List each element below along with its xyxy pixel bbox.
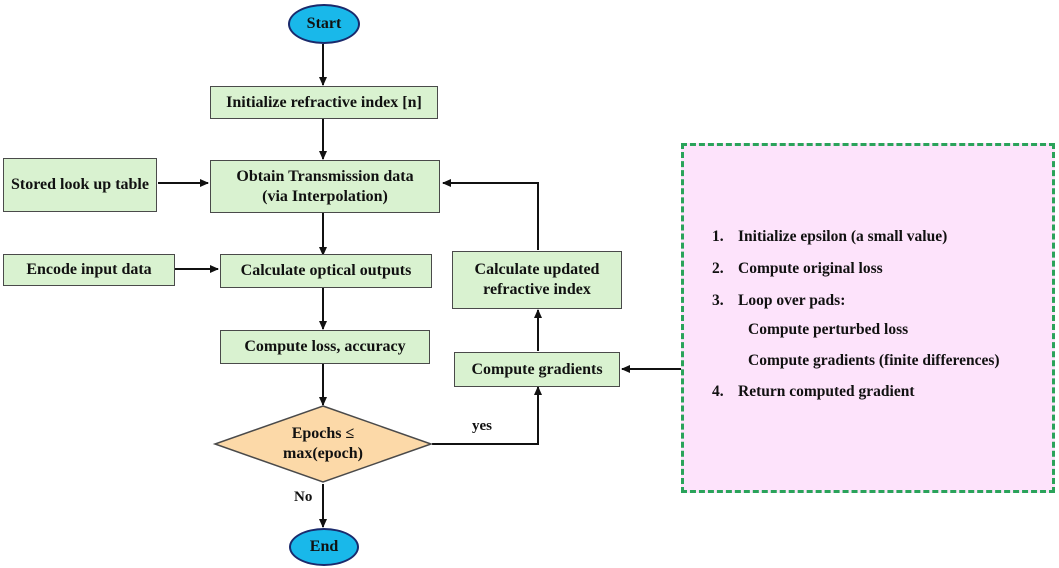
init-refractive-index-label: Initialize refractive index [n]: [226, 93, 422, 111]
panel-step-1-text: Initialize epsilon (a small value): [738, 228, 948, 245]
panel-step-2-number: 2.: [712, 260, 724, 277]
panel-step-1-number: 1.: [712, 228, 724, 245]
panel-substep-gradients: Compute gradients (finite differences): [748, 352, 1000, 370]
start-label: Start: [306, 15, 342, 32]
panel-step-3-number: 3.: [712, 292, 724, 309]
encode-input-label: Encode input data: [26, 261, 152, 278]
calc-optical-label: Calculate optical outputs: [240, 262, 412, 279]
obtain-transmission-box: Obtain Transmission data (via Interpolat…: [210, 160, 440, 213]
calc-optical-box: Calculate optical outputs: [220, 254, 432, 288]
update-refractive-index-label-line1: Calculate updated: [474, 261, 600, 278]
update-refractive-index-label-line2: refractive index: [483, 281, 591, 298]
arrow-decision-to-grad: [432, 386, 542, 445]
panel-substep-perturbed-loss: Compute perturbed loss: [748, 321, 908, 339]
panel-step-4: 4. Return computed gradient: [712, 383, 915, 401]
compute-loss-box: Compute loss, accuracy: [220, 330, 430, 364]
panel-substep-gradients-text: Compute gradients (finite differences): [748, 352, 1000, 369]
end-terminal: End: [289, 528, 359, 566]
no-edge-label: No: [294, 489, 313, 505]
panel-step-1: 1. Initialize epsilon (a small value): [712, 228, 947, 246]
compute-gradients-box: Compute gradients: [454, 352, 620, 387]
decision-label-line1: Epochs ≤: [291, 425, 355, 442]
panel-step-2-text: Compute original loss: [738, 260, 883, 277]
yes-edge-label: yes: [472, 418, 492, 434]
panel-step-4-text: Return computed gradient: [738, 383, 915, 400]
lookup-table-box: Stored look up table: [3, 158, 157, 212]
update-refractive-index-box: Calculate updated refractive index: [452, 251, 622, 309]
init-refractive-index-box: Initialize refractive index [n]: [210, 86, 438, 119]
obtain-transmission-label-line1: Obtain Transmission data: [236, 167, 414, 185]
panel-step-2: 2. Compute original loss: [712, 260, 883, 278]
decision-diamond: [212, 405, 434, 483]
panel-step-4-number: 4.: [712, 383, 724, 400]
encode-input-box: Encode input data: [3, 254, 175, 286]
gradient-algorithm-panel: 1. Initialize epsilon (a small value) 2. C…: [681, 143, 1055, 493]
compute-loss-label: Compute loss, accuracy: [244, 338, 406, 355]
lookup-table-label: Stored look up table: [11, 176, 149, 193]
end-label: End: [309, 538, 339, 555]
arrow-update-to-obtain: [442, 179, 539, 250]
panel-step-3: 3. Loop over pads:: [712, 292, 845, 310]
decision-label-line2: max(epoch): [283, 445, 363, 462]
obtain-transmission-label-line2: (via Interpolation): [262, 187, 388, 205]
panel-substep-perturbed-loss-text: Compute perturbed loss: [748, 321, 909, 338]
compute-gradients-label: Compute gradients: [471, 360, 603, 378]
panel-step-3-text: Loop over pads:: [738, 292, 846, 309]
decision-label: Epochs ≤ max(epoch): [245, 424, 401, 464]
start-terminal: Start: [288, 4, 360, 44]
